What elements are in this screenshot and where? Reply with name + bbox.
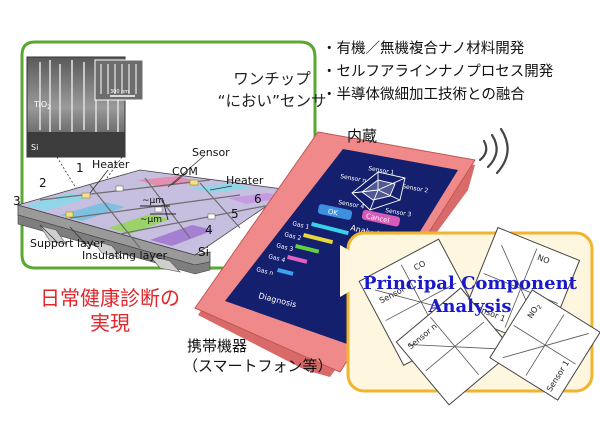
electrode-number: 4 (205, 223, 213, 237)
heater-label-right: Heater (226, 174, 264, 187)
radar-label: Sensor 4 (338, 199, 365, 210)
gas-bar (303, 233, 334, 245)
sensor-block (154, 206, 163, 213)
feature-item: ・有機／無機複合ナノ材料開発 (322, 41, 525, 57)
gas-label: Gas 2 (284, 231, 303, 242)
sem-image: TiO2 Si 300 nm (26, 56, 144, 158)
sensor-block (115, 185, 124, 192)
sem-scale-label: 300 nm (110, 89, 129, 95)
mobile-device-caption: 携帯機器 （スマートフォン等） (183, 336, 333, 376)
wireless-signal-icon (478, 127, 509, 175)
pca-title-line: Principal Component (362, 273, 577, 294)
gas-label: Gas 3 (276, 242, 295, 253)
radar-label: Sensor 1 (368, 165, 395, 176)
micron-label: ~μm (142, 196, 164, 206)
svg-text:OK: OK (327, 208, 339, 218)
gas-bar (311, 221, 349, 236)
electrode-number: 1 (76, 161, 84, 175)
micron-label: ~μm (140, 215, 162, 225)
radar-chart (351, 171, 406, 211)
heater-block (189, 179, 199, 186)
radar-label: Sensor 3 (385, 207, 412, 218)
sem-tio2-label: TiO2 (33, 100, 51, 111)
ok-button[interactable]: OK (317, 204, 353, 221)
sensor-label: Sensor (192, 146, 230, 159)
svg-text:NO: NO (536, 253, 551, 266)
health-line: 実現 (90, 311, 130, 335)
gas-bar (295, 244, 320, 254)
sensor-title: ワンチップ “におい”センサ (212, 68, 332, 112)
sensor-block (207, 213, 216, 220)
electrode-number: 5 (231, 207, 239, 221)
pca-connector (340, 245, 352, 297)
electrode-number: 6 (254, 192, 262, 206)
mobile-line: （スマートフォン等） (183, 357, 333, 375)
heater-block (65, 211, 74, 218)
health-check-caption: 日常健康診断の 実現 (30, 286, 190, 336)
gas-label: Gas n (256, 266, 275, 277)
si-label: Si (198, 245, 209, 259)
support-layer-label: Support layer (30, 237, 105, 250)
mobile-line: 携帯機器 (187, 337, 248, 355)
gas-label: Gas 4 (268, 253, 287, 264)
gas-bar (287, 254, 308, 264)
sem-si-label: Si (31, 143, 38, 152)
built-in-label: 内蔵 (347, 127, 378, 145)
health-line: 日常健康診断の (40, 286, 180, 310)
heater-label-left: Heater (92, 158, 130, 171)
insulating-layer-label: Insulating layer (82, 249, 168, 262)
pca-cards: CO Sensor n NO Sensor 1 Sensor n NO2 Sen… (358, 226, 600, 406)
radar-label: Sensor 2 (402, 183, 429, 194)
electrode-number: 3 (13, 194, 21, 208)
radar-label: Sensor n (340, 173, 367, 184)
sensor-title-line: ワンチップ (233, 70, 311, 88)
gas-label: Gas 1 (292, 220, 311, 231)
electrode-number: 2 (39, 176, 47, 190)
heater-block (81, 192, 91, 199)
sensor-title-line: “におい”センサ (217, 92, 327, 110)
pca-title-line: Analysis (428, 296, 512, 317)
feature-list: ・有機／無機複合ナノ材料開発 ・セルフアラインナノプロセス開発 ・半導体微細加工… (322, 38, 553, 107)
feature-item: ・セルフアラインナノプロセス開発 (322, 64, 554, 80)
com-label: COM (172, 165, 198, 178)
sensor-chip: 3 2 1 6 5 4 Heater Sensor COM Heater ~μm… (13, 146, 292, 275)
pca-title: Principal Component Analysis (345, 272, 595, 318)
feature-item: ・半導体微細加工技術との融合 (322, 87, 525, 103)
gas-bar (277, 268, 294, 276)
